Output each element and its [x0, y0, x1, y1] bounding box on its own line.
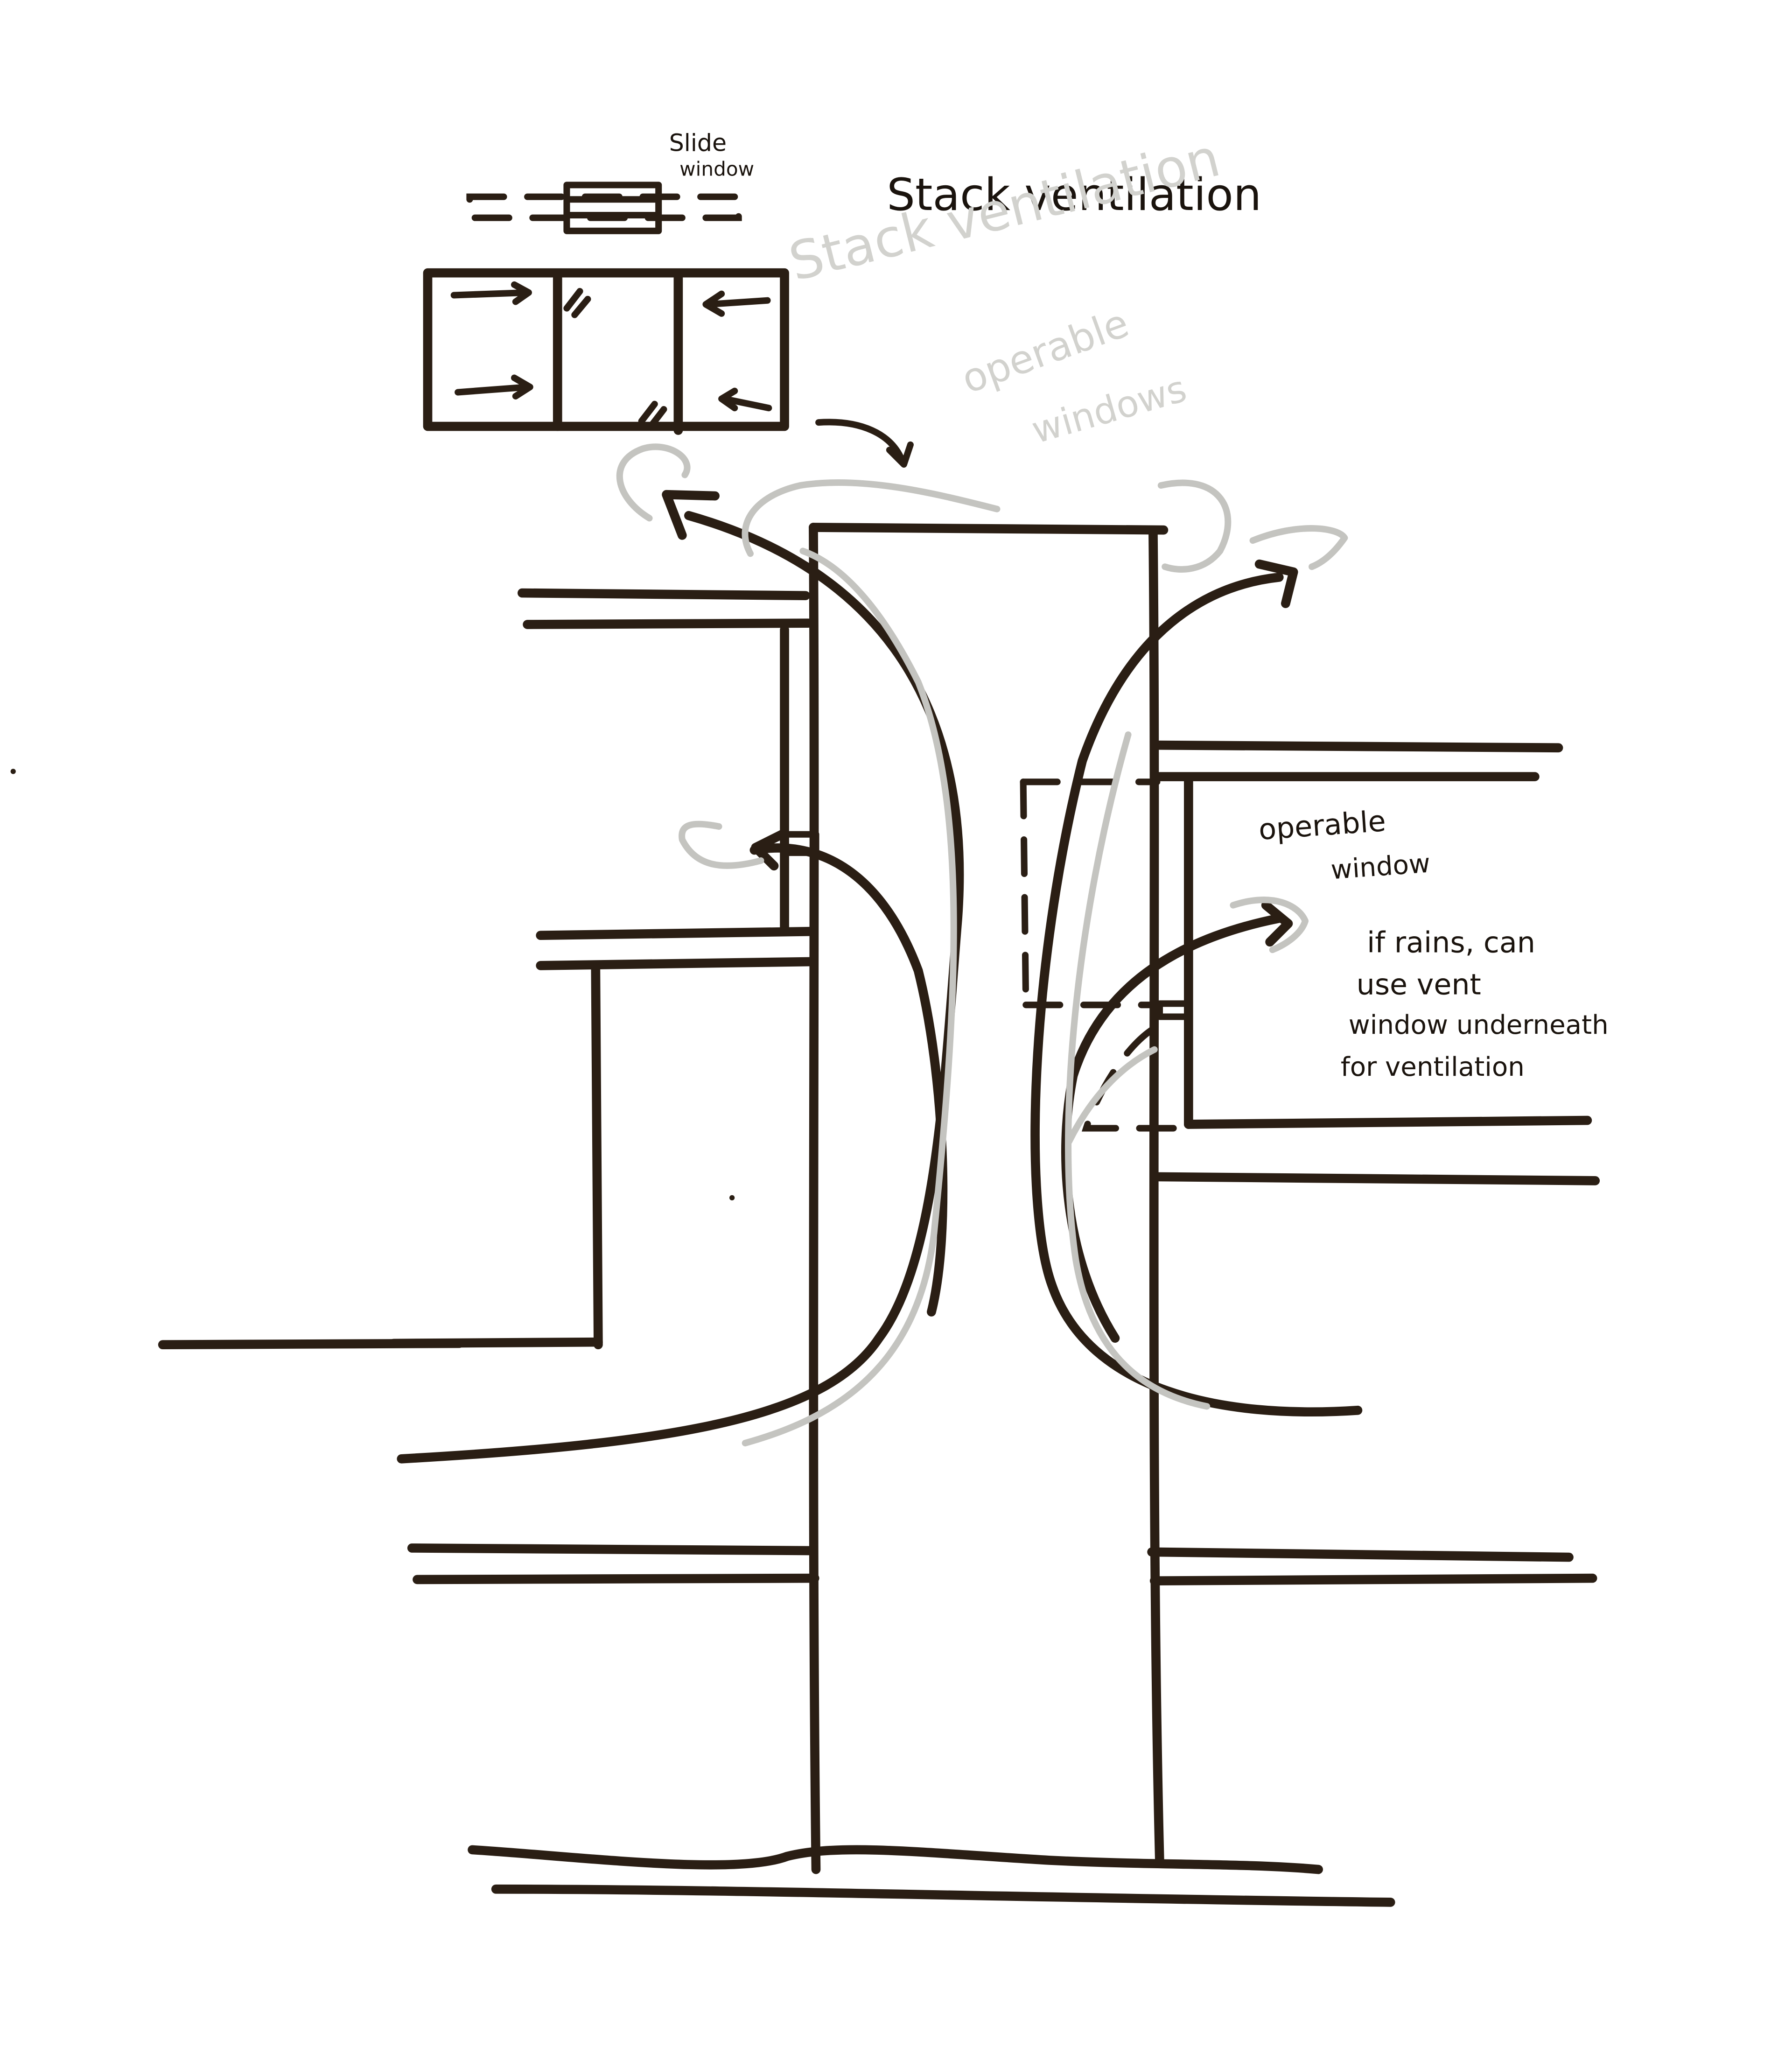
right-floor-slabs: [1020, 740, 1600, 1586]
stack-shaft: [809, 523, 1169, 1874]
operable-window-label-line2: window: [1330, 848, 1431, 886]
left-floor-slabs: [158, 588, 819, 1584]
stray-dot: [10, 769, 16, 774]
note-line-2: use vent: [1357, 968, 1481, 1002]
slide-window-label-line1: Slide: [669, 129, 727, 156]
slide-window-label-line2: window: [679, 158, 754, 181]
note-line-1: if rains, can: [1367, 926, 1535, 960]
note-line-4: for ventilation: [1341, 1052, 1525, 1082]
ghost-operable-label-line2: windows: [1027, 367, 1191, 452]
slide-window-plan: [466, 182, 742, 234]
airflow-arrows-pencil: [616, 443, 1348, 1447]
ground-line-lower: [491, 1884, 1395, 1907]
diagram-title: Stack ventilation: [887, 168, 1261, 221]
stray-dot-2: [729, 1195, 735, 1201]
note-line-3: window underneath: [1349, 1010, 1609, 1040]
sliding-panel-diagram: [423, 268, 914, 468]
operable-window-label-line1: operable: [1258, 804, 1387, 847]
ground-line: [468, 1845, 1323, 1874]
airflow-arrows-ink: [397, 490, 1363, 1464]
